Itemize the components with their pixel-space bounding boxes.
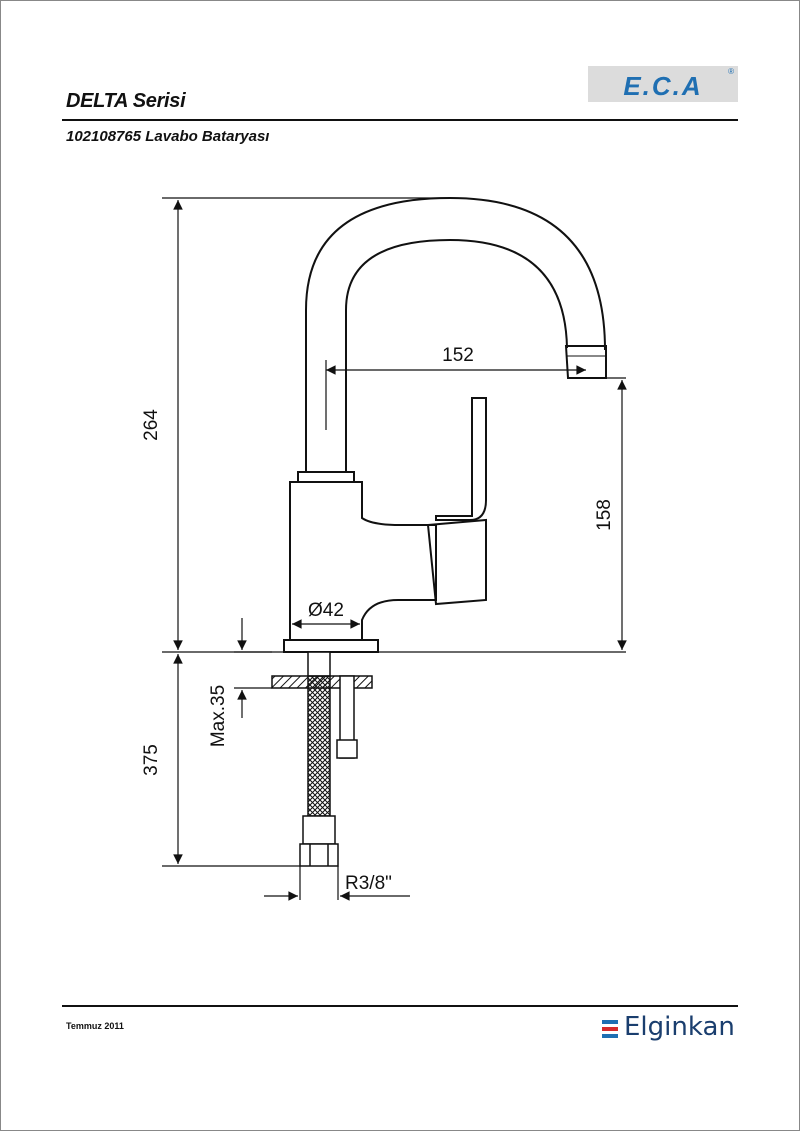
registered-mark: ® <box>728 67 734 76</box>
elginkan-brand: Elginkan <box>624 1012 735 1042</box>
elginkan-mark-stripe <box>602 1027 618 1031</box>
eca-logo-text: E.C.A <box>623 71 703 101</box>
mounting-nut <box>307 651 331 677</box>
dim-label-connection: R3/8" <box>345 873 392 894</box>
dim-label-diameter: Ø42 <box>308 600 344 621</box>
hose-fitting <box>302 815 336 845</box>
footer-date: Temmuz 2011 <box>66 1021 124 1031</box>
dim-label-max35: Max.35 <box>208 685 229 747</box>
spout-outlet <box>564 345 607 379</box>
connection-nut <box>299 843 339 867</box>
spout-inner <box>345 238 568 472</box>
dim-label-152: 152 <box>442 345 474 366</box>
dim-label-375: 375 <box>141 744 162 776</box>
series-title: DELTA Serisi <box>66 90 186 112</box>
flexible-hose <box>307 675 331 817</box>
footer-rule <box>62 1005 738 1007</box>
header-rule <box>62 119 738 121</box>
dimension-lines <box>162 197 627 901</box>
lever-handle <box>435 397 487 521</box>
elginkan-mark-stripe <box>602 1020 618 1024</box>
base-plate <box>283 639 379 653</box>
faucet-outline <box>283 196 607 653</box>
elginkan-mark-icon <box>602 1020 618 1041</box>
product-title: 102108765 Lavabo Bataryası <box>66 128 270 145</box>
fixing-nut <box>336 739 358 759</box>
elginkan-mark-stripe <box>602 1034 618 1038</box>
dim-label-264: 264 <box>141 409 162 441</box>
spout-collar <box>297 471 355 483</box>
dim-label-158: 158 <box>594 499 615 531</box>
mounting-assembly <box>271 651 373 867</box>
cartridge-cap <box>426 518 487 606</box>
eca-logo: E.C.A ® <box>588 66 738 102</box>
